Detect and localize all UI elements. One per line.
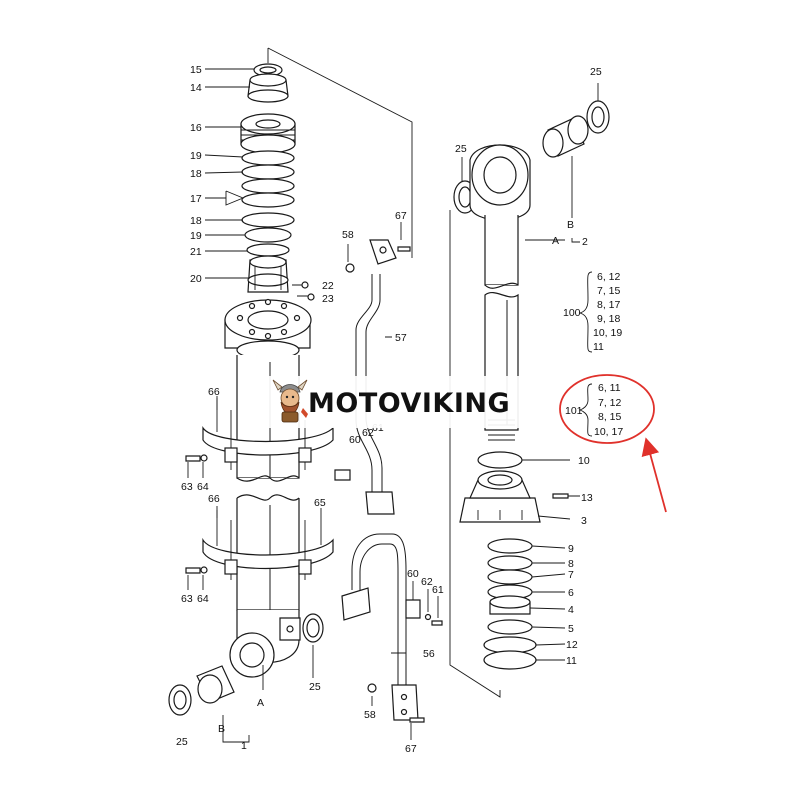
callout-60: 60 bbox=[349, 434, 361, 446]
bolt-63-lower bbox=[185, 567, 201, 574]
callout-3: 3 bbox=[581, 515, 587, 527]
callout-14: 14 bbox=[190, 82, 202, 94]
callout-64: 64 bbox=[197, 481, 209, 493]
clip-60-lower bbox=[405, 599, 421, 619]
kit-101-line: 6, 11 bbox=[598, 382, 621, 394]
callout-58: 58 bbox=[364, 709, 376, 721]
callout-60: 60 bbox=[407, 568, 419, 580]
callout-1: 1 bbox=[241, 740, 247, 752]
ring-5 bbox=[487, 619, 533, 635]
o-ring-58-upper bbox=[345, 263, 355, 273]
kit-100-line: 7, 15 bbox=[597, 285, 621, 297]
kit-100-list: 100 6, 12 7, 15 8, 17 9, 18 10, 19 11 bbox=[563, 271, 622, 353]
kit-101-line: 7, 12 bbox=[598, 397, 622, 409]
callout-25: 25 bbox=[176, 736, 188, 748]
kit-101-line: 10, 17 bbox=[594, 426, 623, 438]
brand-name: MOTOVIKING bbox=[308, 388, 510, 419]
callout-25: 25 bbox=[455, 143, 467, 155]
set-screw-22 bbox=[301, 281, 309, 289]
callout-labels: 15 14 16 19 18 17 18 19 21 20 22 23 58 6… bbox=[176, 64, 602, 755]
callout-20: 20 bbox=[190, 273, 202, 285]
callout-6: 6 bbox=[568, 587, 574, 599]
callout-7: 7 bbox=[568, 569, 574, 581]
ring-10 bbox=[477, 451, 523, 469]
bolt-67-upper bbox=[397, 246, 411, 252]
callout-66: 66 bbox=[208, 493, 220, 505]
callout-15: 15 bbox=[190, 64, 202, 76]
bolt-63-upper bbox=[185, 455, 201, 462]
callout-25: 25 bbox=[309, 681, 321, 693]
callout-A: A bbox=[552, 235, 559, 247]
callout-2: 2 bbox=[582, 236, 588, 248]
callout-17: 17 bbox=[190, 193, 202, 205]
kit-100-line: 9, 18 bbox=[597, 313, 621, 325]
seal-7 bbox=[487, 569, 533, 585]
callout-B: B bbox=[567, 219, 574, 231]
kit-101-label: 101 bbox=[565, 405, 583, 417]
callout-18: 18 bbox=[190, 215, 202, 227]
kit-101-highlight-circle bbox=[559, 374, 655, 444]
seal-8 bbox=[487, 555, 533, 571]
callout-64: 64 bbox=[197, 593, 209, 605]
callout-62: 62 bbox=[362, 427, 374, 439]
clamp-65 bbox=[334, 469, 351, 481]
viking-mascot-icon bbox=[272, 379, 308, 423]
brand-watermark: MOTOVIKING bbox=[264, 376, 536, 428]
kit-100-line: 6, 12 bbox=[597, 271, 621, 283]
callout-A: A bbox=[257, 697, 264, 709]
callout-66: 66 bbox=[208, 386, 220, 398]
callout-58: 58 bbox=[342, 229, 354, 241]
callout-19: 19 bbox=[190, 150, 202, 162]
o-ring-11 bbox=[483, 650, 537, 670]
bolt-13 bbox=[552, 493, 569, 499]
ball-23 bbox=[307, 293, 315, 301]
callout-16: 16 bbox=[190, 122, 202, 134]
callout-9: 9 bbox=[568, 543, 574, 555]
pipe-flange-56 bbox=[341, 587, 371, 621]
o-ring-58-lower bbox=[367, 683, 377, 693]
callout-18: 18 bbox=[190, 168, 202, 180]
callout-8: 8 bbox=[568, 558, 574, 570]
callout-25: 25 bbox=[590, 66, 602, 78]
callout-11: 11 bbox=[566, 655, 577, 667]
left-assembly bbox=[168, 47, 501, 743]
callout-B: B bbox=[218, 723, 225, 735]
callout-62: 62 bbox=[421, 576, 433, 588]
callout-21: 21 bbox=[190, 246, 202, 258]
kit-100-line: 11 bbox=[593, 341, 604, 353]
bolt-61-lower bbox=[431, 620, 443, 626]
piston-rod bbox=[484, 215, 519, 286]
callout-63: 63 bbox=[181, 593, 193, 605]
washer-62-lower bbox=[424, 613, 432, 621]
pipe-end-block bbox=[365, 491, 395, 515]
callout-63: 63 bbox=[181, 481, 193, 493]
callout-65: 65 bbox=[314, 497, 326, 509]
callout-4: 4 bbox=[568, 604, 574, 616]
kit-100-line: 8, 17 bbox=[597, 299, 621, 311]
callout-19: 19 bbox=[190, 230, 202, 242]
callout-22: 22 bbox=[322, 280, 334, 292]
seal-ring bbox=[241, 150, 295, 166]
highlight-arrow bbox=[641, 437, 667, 513]
kit-101-line: 8, 15 bbox=[598, 411, 622, 423]
kit-100-label: 100 bbox=[563, 307, 581, 319]
callout-5: 5 bbox=[568, 623, 574, 635]
bolt-67-lower bbox=[409, 717, 425, 723]
callout-67: 67 bbox=[395, 210, 407, 222]
callout-56: 56 bbox=[423, 648, 435, 660]
callout-57: 57 bbox=[395, 332, 407, 344]
seal-9 bbox=[487, 538, 533, 554]
callout-13: 13 bbox=[581, 492, 593, 504]
kit-101-list: 101 6, 11 7, 12 8, 15 10, 17 bbox=[565, 382, 623, 438]
callout-12: 12 bbox=[566, 639, 578, 651]
pipe-assembly bbox=[334, 222, 443, 740]
callout-61: 61 bbox=[432, 584, 444, 596]
callout-10: 10 bbox=[578, 455, 590, 467]
callout-67: 67 bbox=[405, 743, 417, 755]
kit-100-line: 10, 19 bbox=[593, 327, 622, 339]
callout-23: 23 bbox=[322, 293, 334, 305]
